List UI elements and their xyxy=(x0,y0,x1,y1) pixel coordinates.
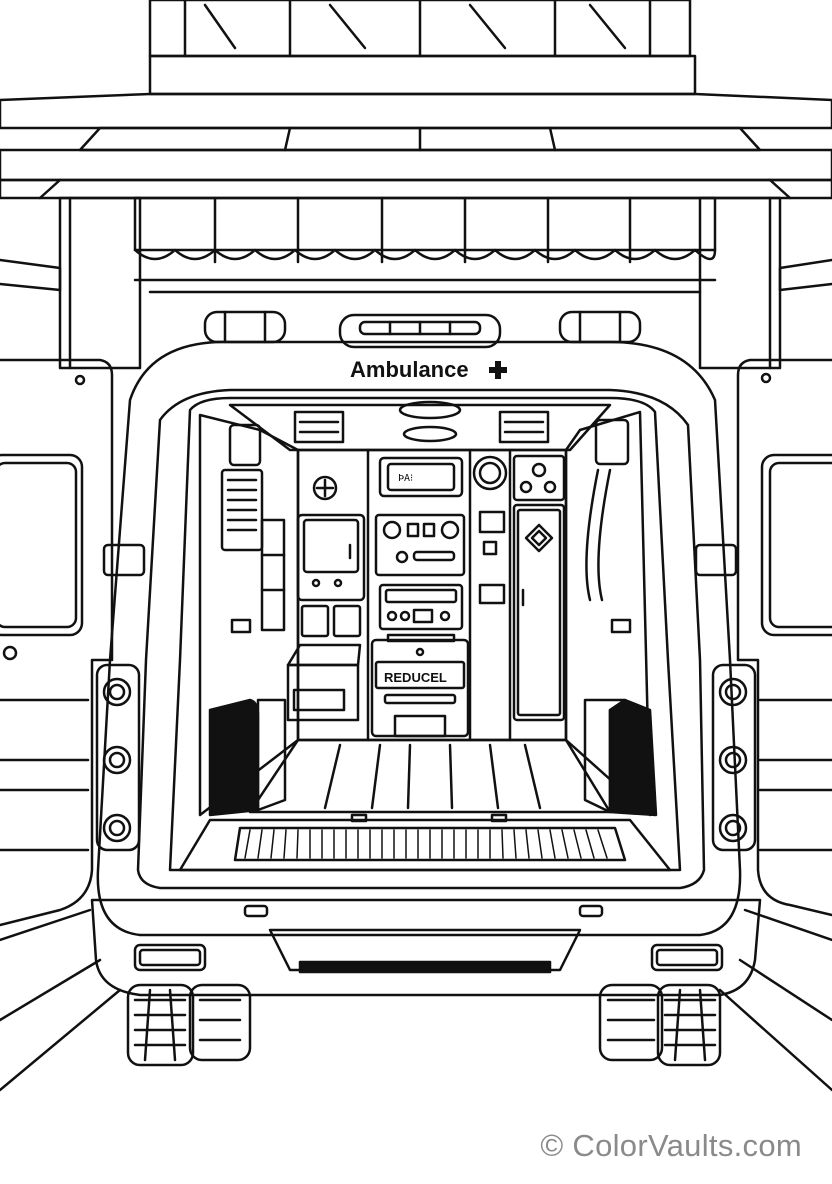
left-wheels xyxy=(126,983,252,1067)
ambulance-label: Ambulance xyxy=(350,357,507,382)
awning xyxy=(133,196,717,294)
right-wheels xyxy=(598,983,722,1067)
plus-cross-icon xyxy=(489,361,507,379)
ambulance-text: Ambulance xyxy=(350,357,469,382)
left-taillights xyxy=(95,543,146,852)
garage-walls xyxy=(0,196,832,370)
cargo-interior: ÞA⁝ REDUCEL xyxy=(168,396,682,872)
left-rear-door xyxy=(0,358,114,927)
watermark: © ColorVaults.com xyxy=(540,1128,802,1163)
garage-canopy xyxy=(0,0,832,200)
rear-bumper xyxy=(90,898,762,997)
van-body xyxy=(96,340,742,937)
garage-floor xyxy=(0,908,832,1092)
device-label: REDUCEL xyxy=(384,670,447,685)
panel-readout: ÞA⁝ xyxy=(398,473,413,484)
right-taillights xyxy=(694,543,757,852)
right-rear-door xyxy=(736,358,832,917)
